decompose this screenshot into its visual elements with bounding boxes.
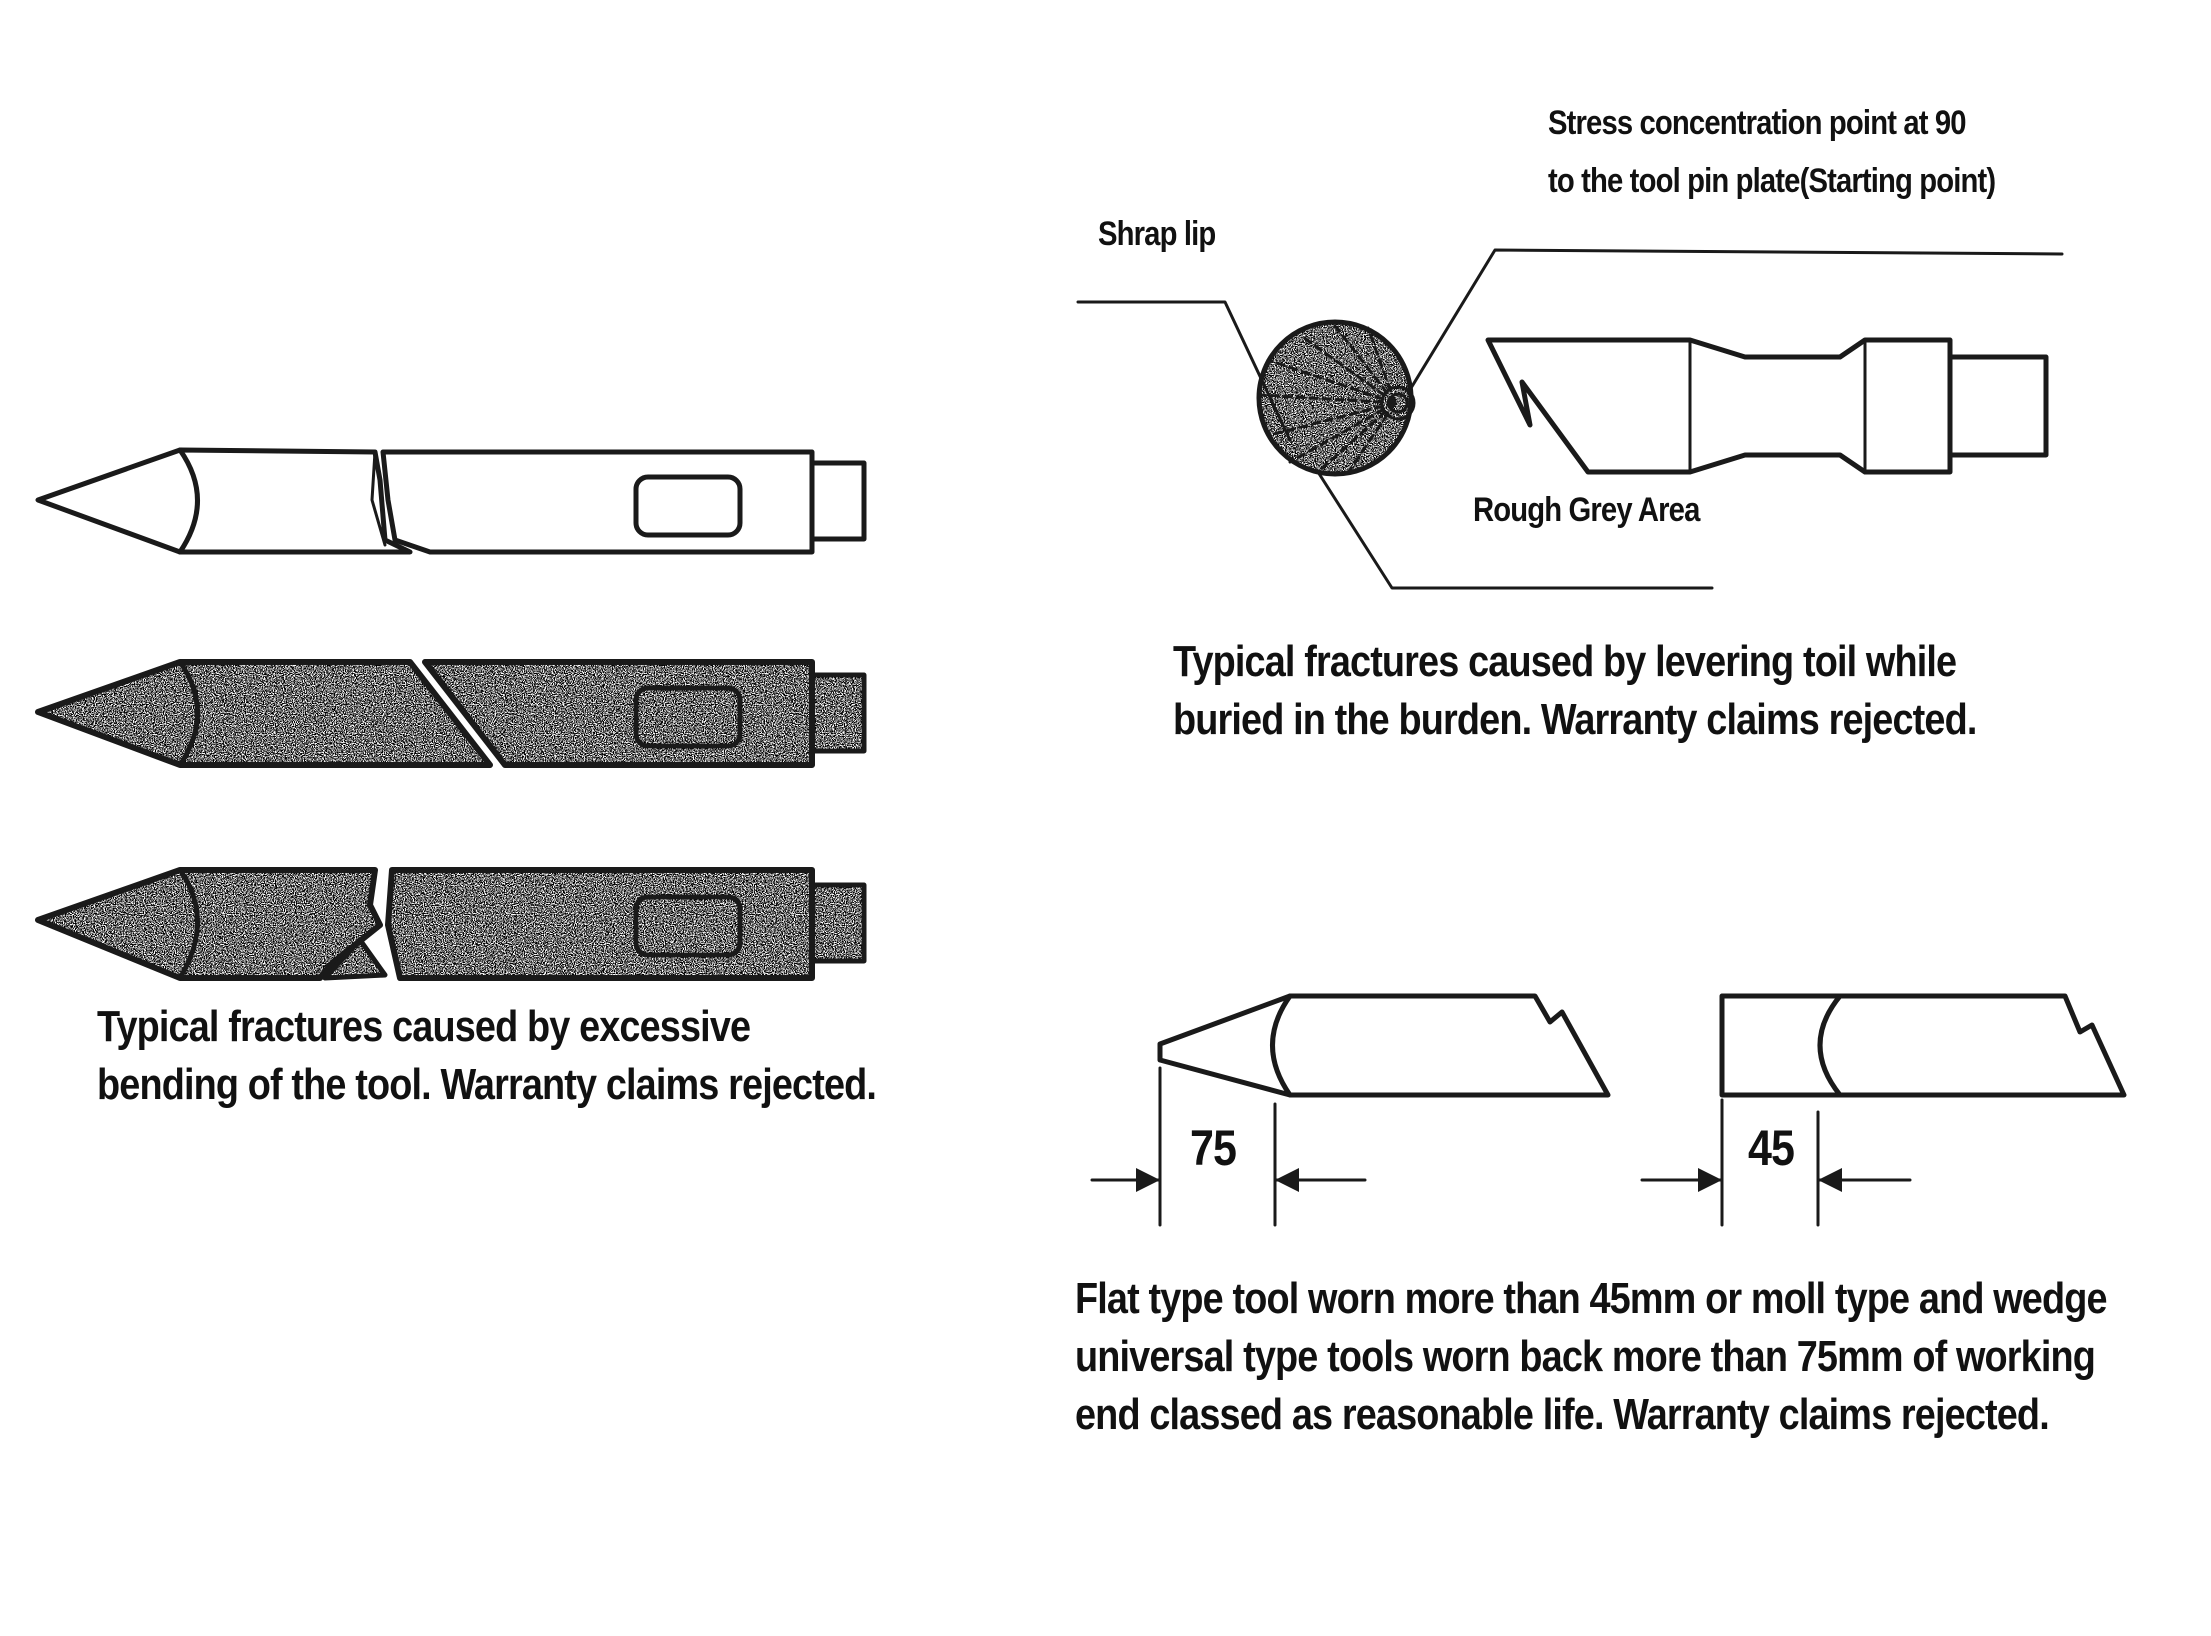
leader-lines [1076,248,2064,590]
dimension-label-45: 45 [1748,1120,1795,1176]
levered-tool [1485,337,2049,475]
fractured-tool-chunk [35,867,867,981]
bending-caption-line1: Typical fractures caused by excessive [97,1002,751,1051]
label-sharp-lip: Shrap lip [1098,215,1216,253]
label-stress-concentration-line2: to the tool pin plate(Starting point) [1548,162,1996,200]
wear-caption-line2: universal type tools worn back more than… [1075,1332,2096,1381]
fracture-face-circle [1256,319,1416,477]
bending-caption-line2: bending of the tool. Warranty claims rej… [97,1060,877,1109]
label-stress-concentration-line1: Stress concentration point at 90 [1548,104,1967,142]
flat-tool-worn [1640,993,2127,1227]
label-rough-grey-area: Rough Grey Area [1473,491,1700,529]
levering-caption-line1: Typical fractures caused by levering toi… [1173,637,1957,686]
levering-caption-line2: buried in the burden. Warranty claims re… [1173,695,1977,744]
dimension-label-75: 75 [1190,1120,1237,1176]
dimension-45 [1640,1098,1912,1227]
wear-caption-line1: Flat type tool worn more than 45mm or mo… [1075,1274,2108,1323]
bent-tool-outline [35,447,867,555]
moil-tool-worn [1090,993,1611,1227]
fractured-tool-diagonal [35,659,867,768]
wear-caption-line3: end classed as reasonable life. Warranty… [1075,1390,2050,1439]
dimension-75 [1090,1066,1367,1227]
